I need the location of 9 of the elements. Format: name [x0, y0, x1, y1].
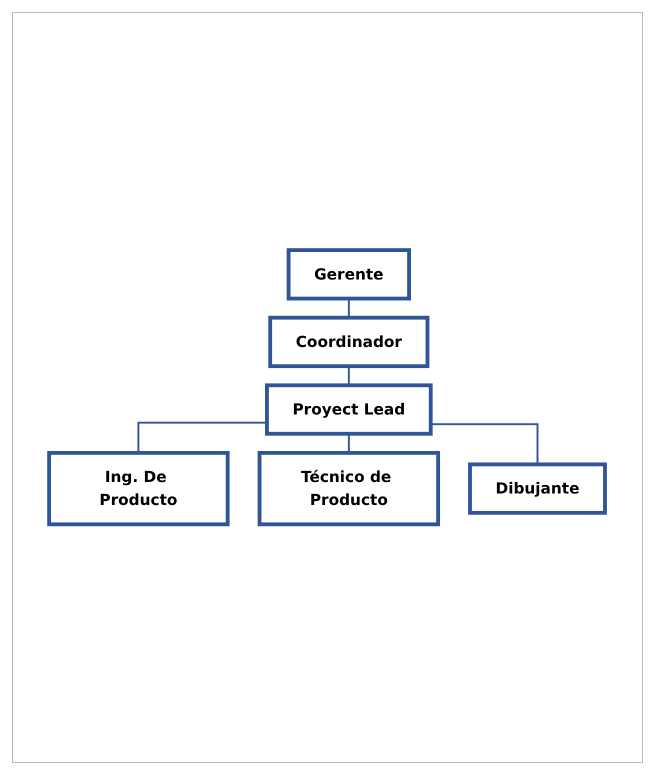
node-box: Coordinador	[268, 316, 430, 368]
connector	[138, 422, 268, 454]
node-box: Dibujante	[468, 462, 608, 516]
node-box: Técnico de Producto	[258, 451, 440, 527]
connector	[348, 433, 350, 454]
node-box: Ing. De Producto	[48, 451, 230, 527]
connector	[431, 424, 539, 465]
node-box: Proyect Lead	[265, 384, 434, 436]
node-box: Gerente	[287, 248, 412, 301]
